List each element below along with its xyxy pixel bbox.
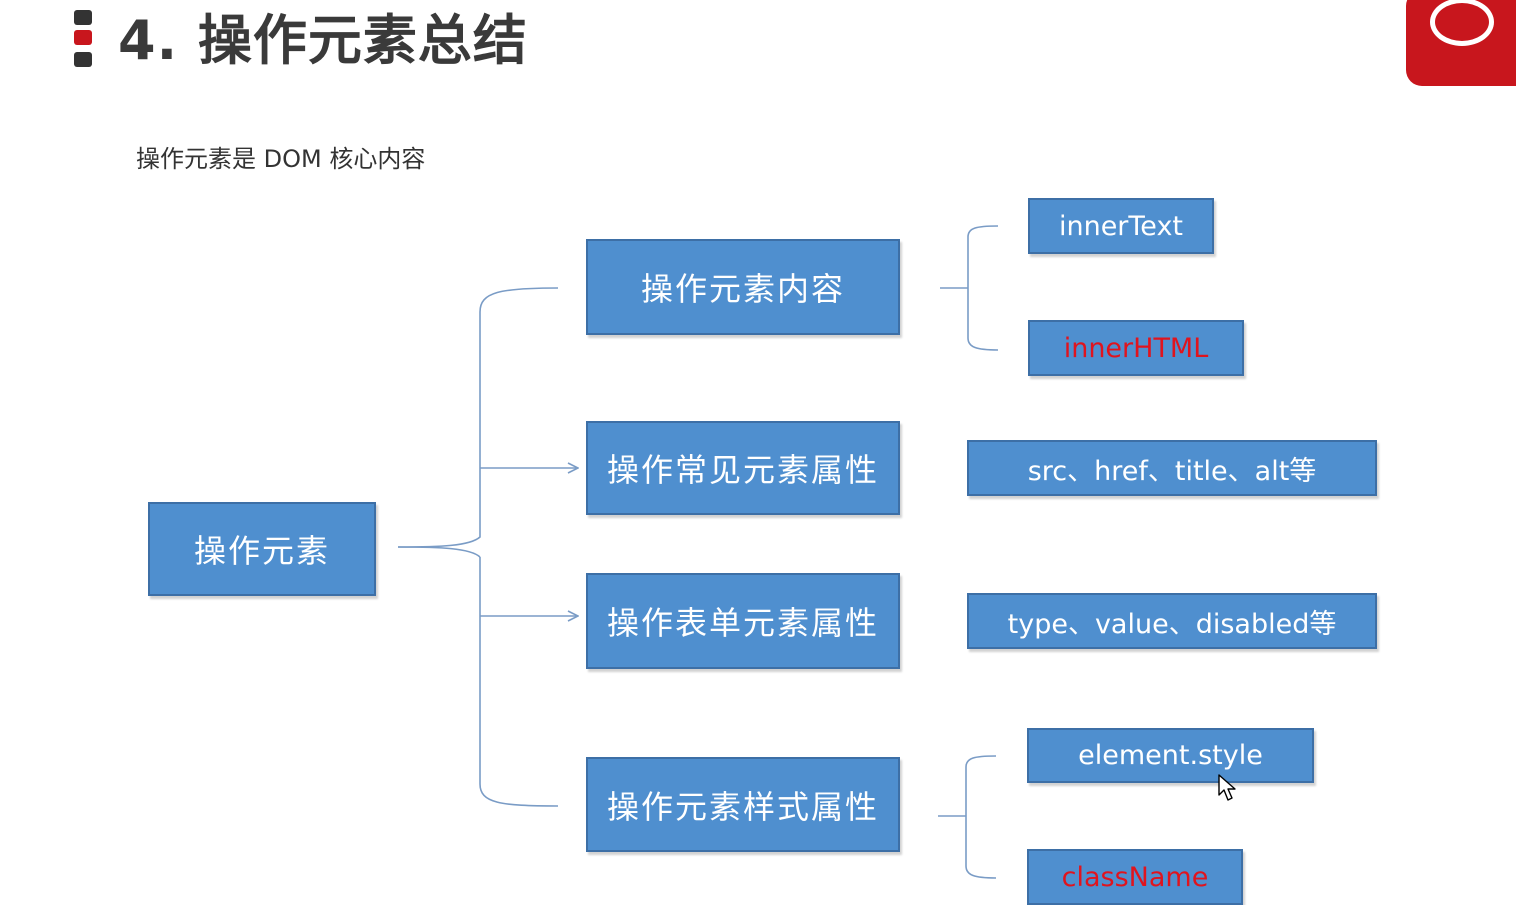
- leaf-classname: className: [1027, 849, 1243, 905]
- slide-subtitle: 操作元素是 DOM 核心内容: [136, 145, 426, 173]
- branch-element-content: 操作元素内容: [586, 239, 900, 335]
- leaf-form-attrs: type、value、disabled等: [967, 593, 1377, 649]
- leaf-innertext: innerText: [1028, 198, 1214, 254]
- brand-logo: [1406, 0, 1516, 86]
- logo-ring-icon: [1430, 0, 1494, 46]
- branch-style-attributes: 操作元素样式属性: [586, 757, 900, 852]
- title-marker-top: [74, 10, 92, 25]
- leaf-innerhtml: innerHTML: [1028, 320, 1244, 376]
- style-brace: [938, 755, 997, 879]
- root-node: 操作元素: [148, 502, 376, 596]
- content-brace: [940, 225, 999, 351]
- title-marker-middle: [74, 30, 92, 45]
- slide-title: 4. 操作元素总结: [118, 9, 528, 72]
- branch-common-attributes: 操作常见元素属性: [586, 421, 900, 515]
- branch-form-attributes: 操作表单元素属性: [586, 573, 900, 669]
- leaf-element-style: element.style: [1027, 728, 1314, 783]
- root-brace: [397, 287, 559, 548]
- mouse-cursor-icon: [1218, 774, 1236, 801]
- leaf-common-attrs: src、href、title、alt等: [967, 440, 1377, 496]
- title-marker-bottom: [74, 52, 92, 67]
